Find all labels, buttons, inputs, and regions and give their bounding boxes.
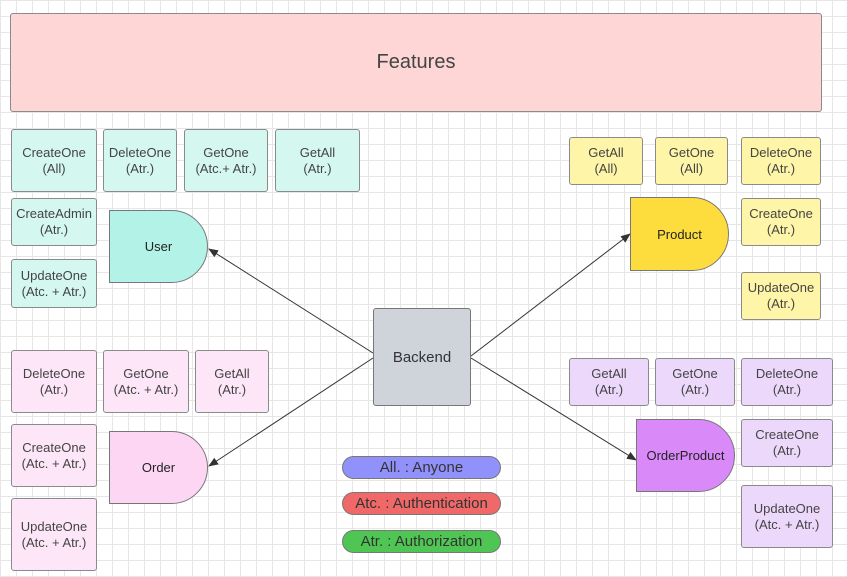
orderproduct-op-get-one: GetOne (Atr.)	[655, 358, 735, 406]
op-name: GetAll	[591, 366, 627, 381]
product-op-update-one: UpdateOne (Atr.)	[741, 272, 821, 320]
orderproduct-op-get-all: GetAll (Atr.)	[569, 358, 649, 406]
order-op-delete-one: DeleteOne (Atr.)	[11, 350, 97, 413]
arrow-to-product	[470, 233, 631, 357]
op-perm: (Atc.+ Atr.)	[195, 160, 257, 176]
op-name: GetOne	[203, 144, 249, 160]
op-perm: (Atr.)	[772, 443, 802, 458]
features-header: Features	[10, 13, 822, 112]
user-entity: User	[109, 210, 208, 283]
op-perm: (All)	[679, 161, 704, 176]
orderproduct-entity: OrderProduct	[636, 419, 735, 492]
backend-label: Backend	[392, 348, 452, 366]
order-op-update-one: UpdateOne (Atc. + Atr.)	[11, 498, 97, 571]
op-name: UpdateOne	[20, 518, 88, 534]
op-name: UpdateOne	[753, 500, 821, 516]
op-perm: (Atr.)	[125, 160, 155, 176]
op-name: GetOne	[123, 365, 169, 381]
op-name: GetOne	[672, 366, 718, 381]
op-name: GetAll	[299, 144, 336, 160]
op-perm: (Atr.)	[772, 382, 802, 397]
op-perm: (Atr.)	[680, 382, 710, 397]
user-op-create-one: CreateOne (All)	[11, 129, 97, 192]
order-entity-label: Order	[141, 460, 176, 475]
op-name: DeleteOne	[749, 145, 813, 160]
user-op-get-one: GetOne (Atc.+ Atr.)	[184, 129, 268, 192]
user-op-get-all: GetAll (Atr.)	[275, 129, 360, 192]
op-name: GetAll	[214, 365, 250, 381]
product-op-delete-one: DeleteOne (Atr.)	[741, 137, 821, 185]
op-name: DeleteOne	[22, 365, 86, 381]
op-name: CreateOne	[755, 427, 819, 442]
product-entity: Product	[630, 197, 729, 271]
op-perm: (Atr.)	[594, 382, 624, 397]
op-perm: (Atr.)	[766, 161, 796, 176]
op-name: GetAll	[588, 145, 624, 160]
product-op-get-all: GetAll (All)	[569, 137, 643, 185]
op-perm: (Atc. + Atr.)	[21, 455, 87, 471]
op-name: DeleteOne	[108, 144, 172, 160]
arrow-to-user	[208, 248, 374, 354]
op-perm: (Atr.)	[39, 381, 69, 397]
op-name: CreateOne	[22, 144, 86, 160]
op-perm: (Atr.)	[766, 296, 796, 311]
features-title: Features	[376, 51, 456, 73]
op-name: GetOne	[668, 145, 715, 160]
op-perm: (Atc. + Atr.)	[21, 283, 87, 299]
op-perm: (Atr.)	[766, 222, 796, 237]
op-name: UpdateOne	[20, 267, 88, 283]
order-op-get-one: GetOne (Atc. + Atr.)	[103, 350, 189, 413]
op-perm: (Atc. + Atr.)	[113, 381, 179, 397]
op-perm: (Atr.)	[303, 160, 332, 176]
legend-atr-text: Atr. : Authorization	[360, 533, 483, 550]
user-op-update-one: UpdateOne (Atc. + Atr.)	[11, 259, 97, 308]
backend-node: Backend	[373, 308, 471, 406]
legend-atc-text: Atc. : Authentication	[355, 495, 488, 512]
op-name: CreateAdmin	[16, 206, 92, 221]
legend-atr: Atr. : Authorization	[342, 530, 501, 553]
op-perm: (Atc. + Atr.)	[21, 534, 87, 550]
orderproduct-entity-label: OrderProduct	[646, 448, 725, 463]
op-name: UpdateOne	[747, 280, 815, 295]
user-op-delete-one: DeleteOne (Atr.)	[103, 129, 177, 192]
user-op-create-admin: CreateAdmin (Atr.)	[11, 198, 97, 246]
op-name: CreateOne	[22, 439, 86, 455]
op-perm: (Atc. + Atr.)	[754, 516, 820, 532]
op-perm: (All)	[594, 161, 618, 176]
legend-atc: Atc. : Authentication	[342, 492, 501, 515]
orderproduct-op-delete-one: DeleteOne (Atr.)	[741, 358, 833, 406]
op-perm: (Atr.)	[217, 381, 247, 397]
op-perm: (All)	[42, 160, 66, 176]
orderproduct-op-create-one: CreateOne (Atr.)	[741, 419, 833, 467]
order-entity: Order	[109, 431, 208, 504]
order-op-get-all: GetAll (Atr.)	[195, 350, 269, 413]
product-op-get-one: GetOne (All)	[655, 137, 728, 185]
user-entity-label: User	[144, 239, 173, 254]
legend-all-text: All. : Anyone	[379, 459, 464, 476]
orderproduct-op-update-one: UpdateOne (Atc. + Atr.)	[741, 485, 833, 548]
order-op-create-one: CreateOne (Atc. + Atr.)	[11, 424, 97, 487]
product-op-create-one: CreateOne (Atr.)	[741, 198, 821, 246]
arrow-to-order	[208, 357, 374, 467]
op-perm: (Atr.)	[39, 222, 69, 237]
product-entity-label: Product	[657, 226, 702, 242]
op-name: CreateOne	[749, 206, 813, 221]
op-name: DeleteOne	[755, 366, 819, 381]
arrow-to-orderproduct	[470, 357, 637, 461]
legend-all: All. : Anyone	[342, 456, 501, 479]
